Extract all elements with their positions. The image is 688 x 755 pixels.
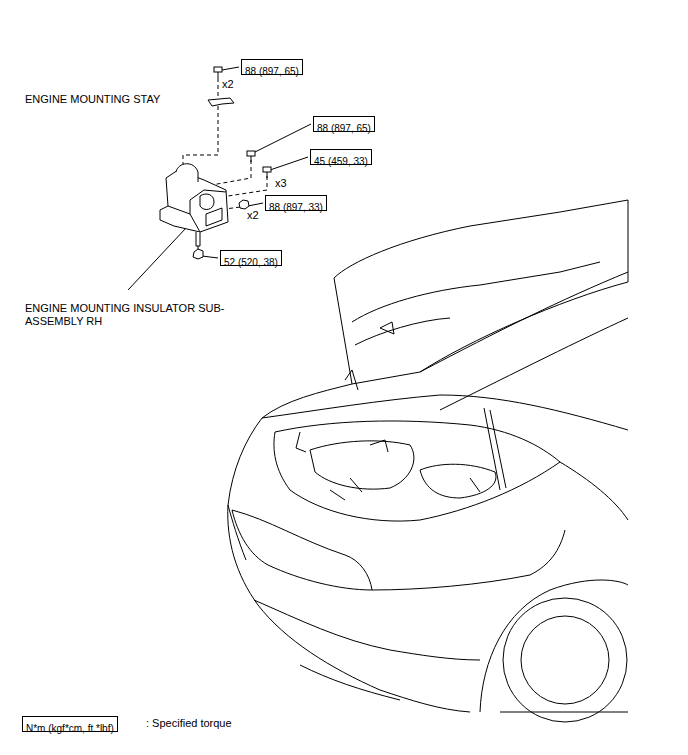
quantity-mark: x3	[275, 177, 287, 190]
torque-value: 88 (897, 33)	[269, 202, 323, 214]
quantity-mark: x2	[222, 78, 234, 91]
torque-box: 88 (897, 33)	[265, 195, 327, 211]
part-name: : Specified torque	[146, 717, 232, 730]
torque-box: 52 (520, 38)	[220, 250, 282, 266]
mounting-stay	[208, 98, 234, 106]
quantity-mark: x2	[247, 209, 259, 222]
torque-value: 52 (520, 38)	[224, 257, 278, 269]
part-name: ENGINE MOUNTING INSULATOR SUB-ASSEMBLY R…	[25, 302, 235, 328]
car-outline	[228, 200, 628, 722]
torque-value: 88 (897, 65)	[245, 66, 299, 78]
torque-value: 88 (897, 65)	[317, 123, 371, 135]
part-name: ENGINE MOUNTING STAY	[25, 93, 160, 106]
torque-box: 45 (459, 33)	[310, 149, 372, 165]
torque-value: N*m (kgf*cm, ft.*lbf)	[26, 723, 114, 735]
torque-box: N*m (kgf*cm, ft.*lbf)	[22, 716, 118, 732]
mounting-insulator	[160, 164, 228, 246]
torque-box: 88 (897, 65)	[313, 116, 375, 132]
torque-box: 88 (897, 65)	[241, 59, 303, 75]
torque-value: 45 (459, 33)	[314, 156, 368, 168]
